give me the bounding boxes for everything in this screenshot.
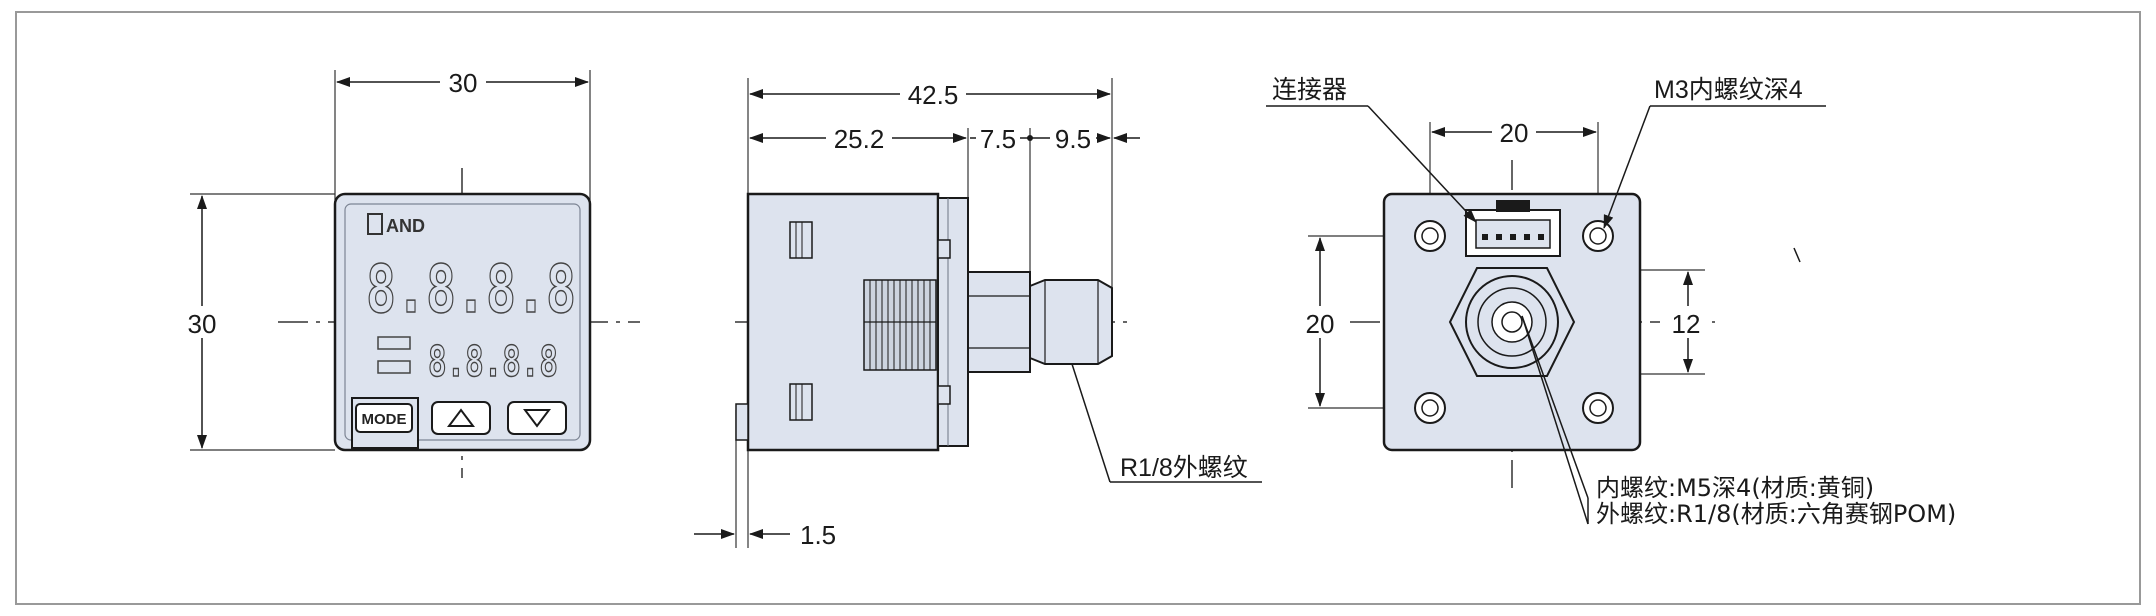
front-body bbox=[333, 192, 592, 452]
back-view: 20 20 12 bbox=[1266, 76, 1956, 528]
mounting-hole-top-right bbox=[1582, 220, 1614, 252]
connector-label: 连接器 bbox=[1272, 76, 1347, 104]
brand-logo-icon bbox=[367, 213, 383, 235]
connector-icon bbox=[1465, 200, 1561, 257]
side-hex-nut bbox=[967, 271, 1031, 373]
mounting-hole-bottom-right bbox=[1582, 392, 1614, 424]
sub-display-digits: 8.8.8.8 bbox=[428, 337, 558, 386]
side-vent-bottom bbox=[789, 383, 813, 421]
drawing-frame bbox=[15, 11, 2141, 605]
side-view: 42.5 25.2 7.5 9.5 1.5 bbox=[694, 78, 1262, 550]
up-button[interactable] bbox=[431, 401, 491, 435]
side-threaded-port bbox=[1029, 279, 1113, 365]
port-size-dimension: 12 bbox=[1672, 309, 1701, 339]
hole-spacing-h-dimension: 20 bbox=[1500, 118, 1529, 148]
hole-spacing-v-dimension: 20 bbox=[1306, 309, 1335, 339]
brand-logo: AND bbox=[386, 216, 425, 236]
indicator-bar-1 bbox=[377, 336, 411, 350]
mounting-hole-top-left bbox=[1414, 220, 1446, 252]
tab-offset-dimension: 1.5 bbox=[800, 520, 836, 550]
down-button[interactable] bbox=[507, 401, 567, 435]
mode-button-label: MODE bbox=[362, 411, 407, 428]
up-arrow-icon bbox=[447, 408, 475, 427]
side-tab bbox=[735, 403, 749, 441]
body-length-dimension: 25.2 bbox=[834, 124, 885, 154]
side-thread-label: R1/8外螺纹 bbox=[1120, 454, 1248, 482]
main-display-digits: 8.8.8.8 bbox=[366, 251, 576, 328]
down-arrow-icon bbox=[523, 409, 551, 428]
side-vent-top bbox=[789, 221, 813, 259]
back-hex-port bbox=[1448, 267, 1576, 377]
inner-thread-note: 内螺纹:M5深4(材质:黄铜) bbox=[1596, 474, 1874, 502]
indicator-bar-2 bbox=[377, 360, 411, 374]
front-height-dimension: 30 bbox=[188, 309, 217, 339]
mode-button[interactable] bbox=[355, 403, 413, 433]
outer-thread-note: 外螺纹:R1/8(材质:六角赛钢POM) bbox=[1596, 500, 1956, 528]
side-cover bbox=[937, 197, 969, 447]
mid-length-dimension: 7.5 bbox=[980, 124, 1016, 154]
mounting-hole-bottom-left bbox=[1414, 392, 1446, 424]
side-grip bbox=[863, 279, 937, 371]
total-length-dimension: 42.5 bbox=[908, 80, 959, 110]
port-length-dimension: 9.5 bbox=[1055, 124, 1091, 154]
m3-thread-label: M3内螺纹深4 bbox=[1654, 76, 1803, 104]
front-width-dimension: 30 bbox=[449, 68, 478, 98]
front-view: 30 30 AND 8.8.8.8 8.8.8.8 MODE bbox=[180, 66, 640, 478]
